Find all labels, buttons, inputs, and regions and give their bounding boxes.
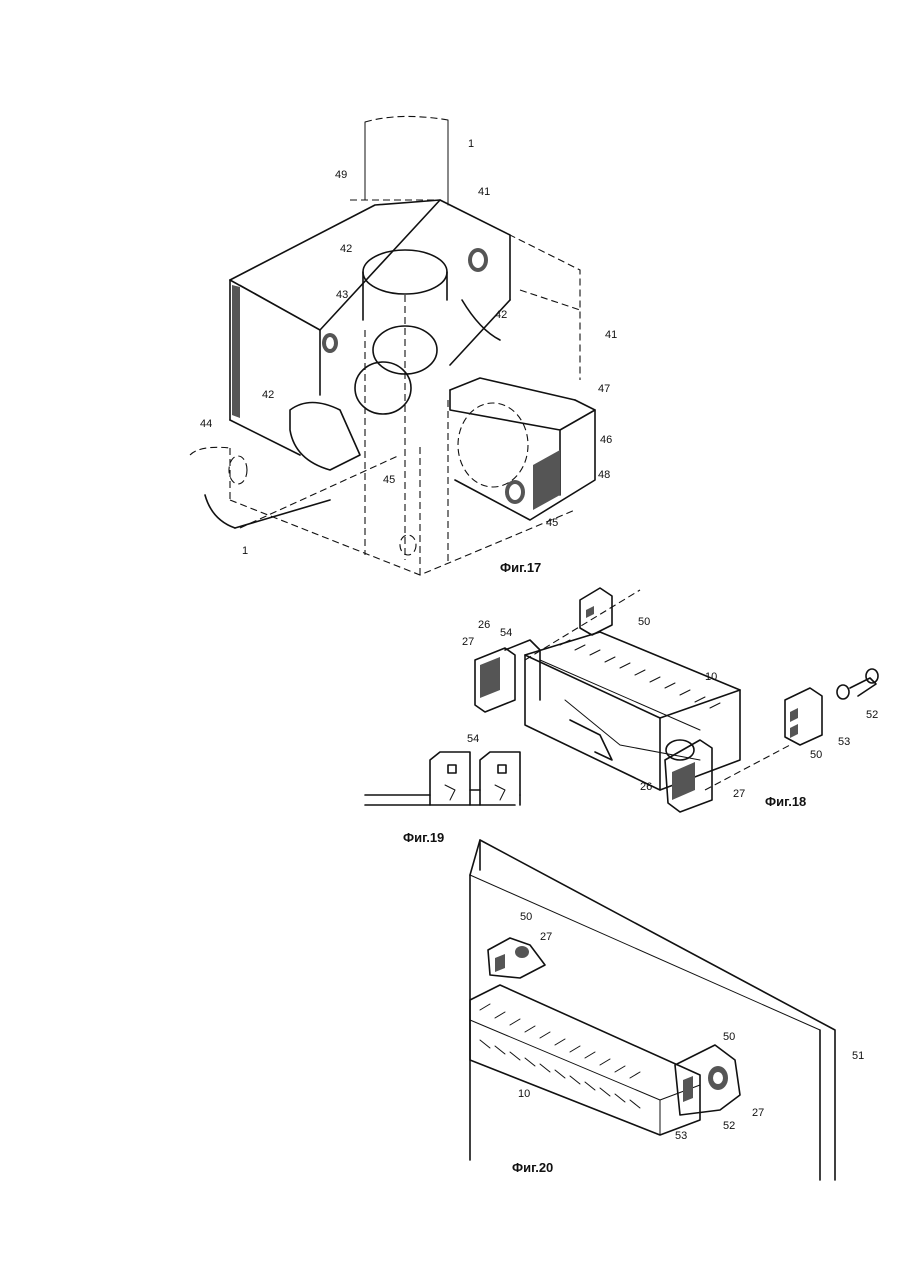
figure-18: 50 26 54 27 10 52 53 50 26 27 Фиг.18 — [462, 588, 878, 812]
fig17-label-45-left: 45 — [383, 474, 395, 486]
fig17-caption: Фиг.17 — [500, 560, 541, 575]
fig20-label-10: 10 — [518, 1088, 530, 1100]
fig17-label-43: 43 — [336, 289, 348, 301]
fig19-caption: Фиг.19 — [403, 830, 444, 845]
fig20-label-50-top: 50 — [520, 911, 532, 923]
fig17-label-42-right: 42 — [495, 309, 507, 321]
fig17-label-46: 46 — [600, 434, 612, 446]
fig18-label-50-right: 50 — [810, 749, 822, 761]
fig17-label-42-top: 42 — [340, 243, 352, 255]
fig17-label-41-right: 41 — [605, 329, 617, 341]
fig20-label-27-right: 27 — [752, 1107, 764, 1119]
fig20-label-52: 52 — [723, 1120, 735, 1132]
fig17-label-49: 49 — [335, 169, 347, 181]
figure-17: 1 49 41 42 43 42 41 47 46 48 42 44 45 45… — [190, 116, 617, 575]
fig18-label-26-top: 26 — [478, 619, 490, 631]
fig17-label-41-top: 41 — [478, 186, 490, 198]
fig18-label-53: 53 — [838, 736, 850, 748]
fig18-label-27-bottom: 27 — [733, 788, 745, 800]
fig18-label-26-bottom: 26 — [640, 781, 652, 793]
fig19-label-54: 54 — [467, 733, 479, 745]
fig20-label-27-top: 27 — [540, 931, 552, 943]
figure-20: 50 27 51 50 10 53 52 27 Фиг.20 — [470, 840, 864, 1180]
fig17-label-42-left: 42 — [262, 389, 274, 401]
fig18-label-27-top: 27 — [462, 636, 474, 648]
fig20-label-53: 53 — [675, 1130, 687, 1142]
fig18-label-54: 54 — [500, 627, 512, 639]
fig20-label-51: 51 — [852, 1050, 864, 1062]
fig18-label-10: 10 — [705, 671, 717, 683]
fig20-label-50-right: 50 — [723, 1031, 735, 1043]
fig17-label-44: 44 — [200, 418, 212, 430]
figure-19: 54 Фиг.19 — [365, 733, 520, 845]
fig17-label-1-top: 1 — [468, 138, 474, 150]
fig17-label-1-bottom: 1 — [242, 545, 248, 557]
fig17-label-45-right: 45 — [546, 517, 558, 529]
fig18-label-52: 52 — [866, 709, 878, 721]
fig17-label-47: 47 — [598, 383, 610, 395]
fig18-label-50-top: 50 — [638, 616, 650, 628]
fig17-label-48: 48 — [598, 469, 610, 481]
fig18-caption: Фиг.18 — [765, 794, 806, 809]
fig20-caption: Фиг.20 — [512, 1160, 553, 1175]
